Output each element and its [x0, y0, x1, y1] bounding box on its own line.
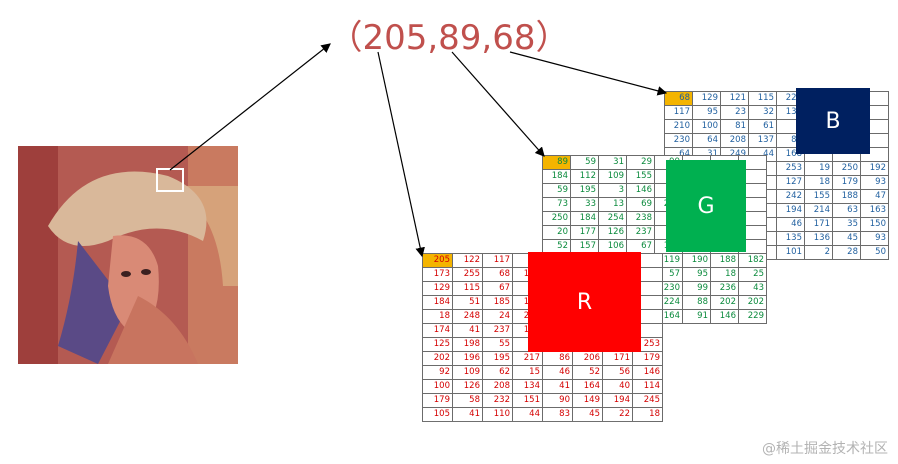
red-channel-label: R — [528, 252, 641, 352]
arrow-value-to-red — [377, 51, 425, 258]
g-cell: 229 — [738, 309, 767, 324]
r-cell: 205 — [422, 253, 453, 268]
b-cell: 28 — [832, 245, 861, 260]
r-cell: 114 — [632, 379, 663, 394]
pixel-marker — [156, 168, 184, 192]
lena-photo — [18, 146, 238, 364]
b-cell: 50 — [860, 245, 889, 260]
bottom-fade — [420, 420, 650, 464]
g-cell: 89 — [542, 155, 571, 170]
blue-channel-label: B — [796, 88, 870, 154]
b-cell: 93 — [860, 231, 889, 246]
arrow-value-to-blue — [509, 51, 668, 96]
g-cell: 25 — [738, 267, 767, 282]
r-cell: 245 — [632, 393, 663, 408]
rgb-value-title: （205,89,68） — [328, 18, 570, 58]
arrow-pixel-to-value — [169, 43, 331, 171]
arrow-value-to-green — [451, 51, 545, 157]
green-channel-label: G — [666, 160, 746, 252]
watermark-text: @稀土掘金技术社区 — [762, 441, 888, 457]
